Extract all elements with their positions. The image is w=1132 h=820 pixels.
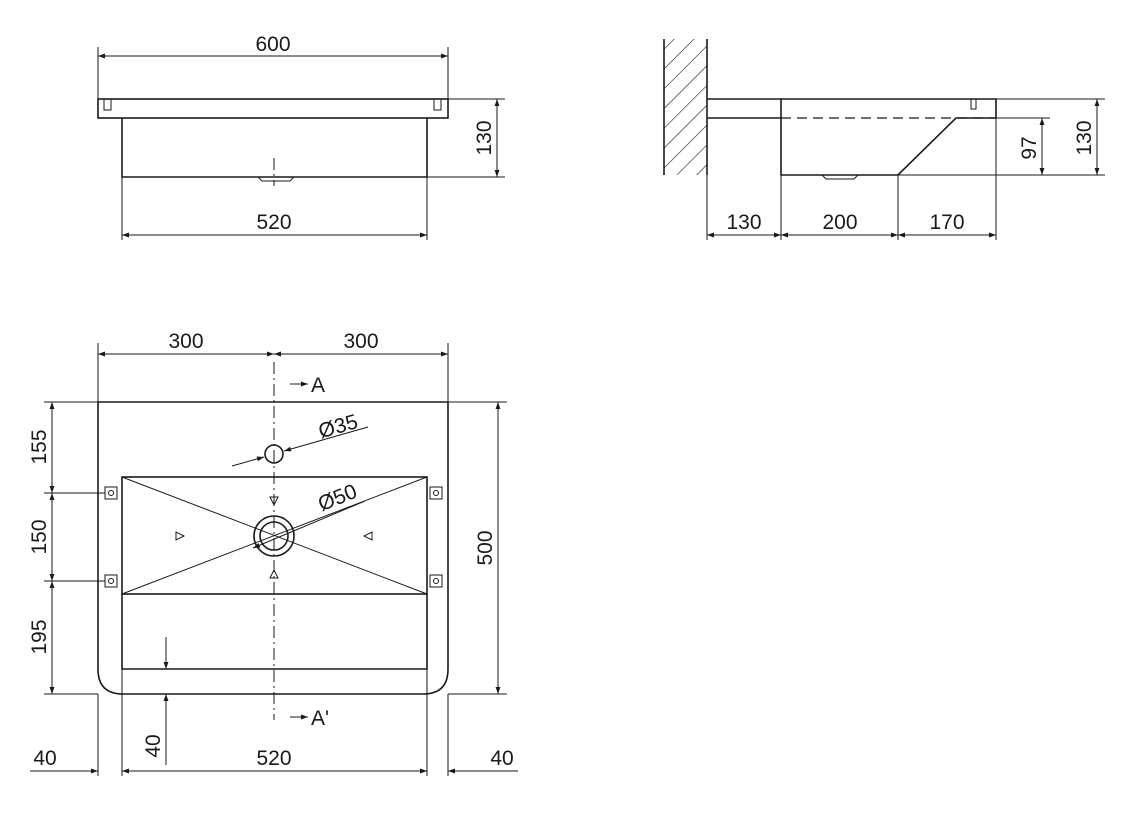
tap-hole-label: Ø35 — [316, 410, 361, 443]
wall-hatch — [664, 39, 707, 175]
tap-hole-leader-1 — [231, 456, 265, 467]
plan-diagonal-2 — [121, 476, 428, 595]
front-rim — [97, 98, 449, 119]
section-a-label: A — [311, 374, 325, 397]
drain-hole-label: Ø50 — [315, 480, 360, 516]
dim-40-left-label: 40 — [33, 747, 56, 770]
dim-300-right-label: 300 — [343, 330, 378, 353]
front-view: 600 520 130 — [97, 33, 505, 240]
front-left-tab — [103, 98, 112, 111]
dim-130-side-right-label: 130 — [1073, 120, 1096, 155]
dim-520-plan-label: 520 — [256, 747, 291, 770]
tap-hole-leader-2 — [283, 426, 369, 452]
dim-200-label: 200 — [822, 211, 857, 234]
side-ledge — [707, 98, 782, 119]
dim-150-label: 150 — [28, 519, 51, 554]
side-basin — [780, 98, 997, 176]
slope-mark-right — [362, 531, 373, 541]
drain-hole-leader — [252, 500, 366, 549]
side-tab — [970, 98, 977, 110]
dim-520-label: 520 — [256, 211, 291, 234]
plan-shelf — [121, 594, 428, 670]
dim-40-right-label: 40 — [490, 747, 513, 770]
side-drain — [821, 174, 859, 180]
section-a-prime-label: A' — [311, 707, 329, 730]
front-bowl — [121, 118, 428, 178]
dim-600-label: 600 — [255, 33, 290, 56]
dim-500-label: 500 — [474, 530, 497, 565]
front-right-tab — [433, 98, 442, 111]
dim-40-rim-label: 40 — [142, 734, 165, 757]
dim-300-left-label: 300 — [168, 330, 203, 353]
front-drain — [257, 176, 295, 182]
slope-mark-left — [175, 531, 186, 541]
dim-170-label: 170 — [929, 211, 964, 234]
dim-97-label: 97 — [1018, 136, 1041, 159]
dim-130-side-label: 130 — [726, 211, 761, 234]
dim-130-front-label: 130 — [473, 120, 496, 155]
plan-outline — [97, 401, 449, 695]
dim-195-label: 195 — [28, 619, 51, 654]
dim-155-label: 155 — [28, 429, 51, 464]
side-view: 130 200 170 97 130 — [663, 39, 1105, 240]
plan-view: A A' Ø35 Ø50 300 300 500 155 150 195 — [28, 330, 518, 776]
